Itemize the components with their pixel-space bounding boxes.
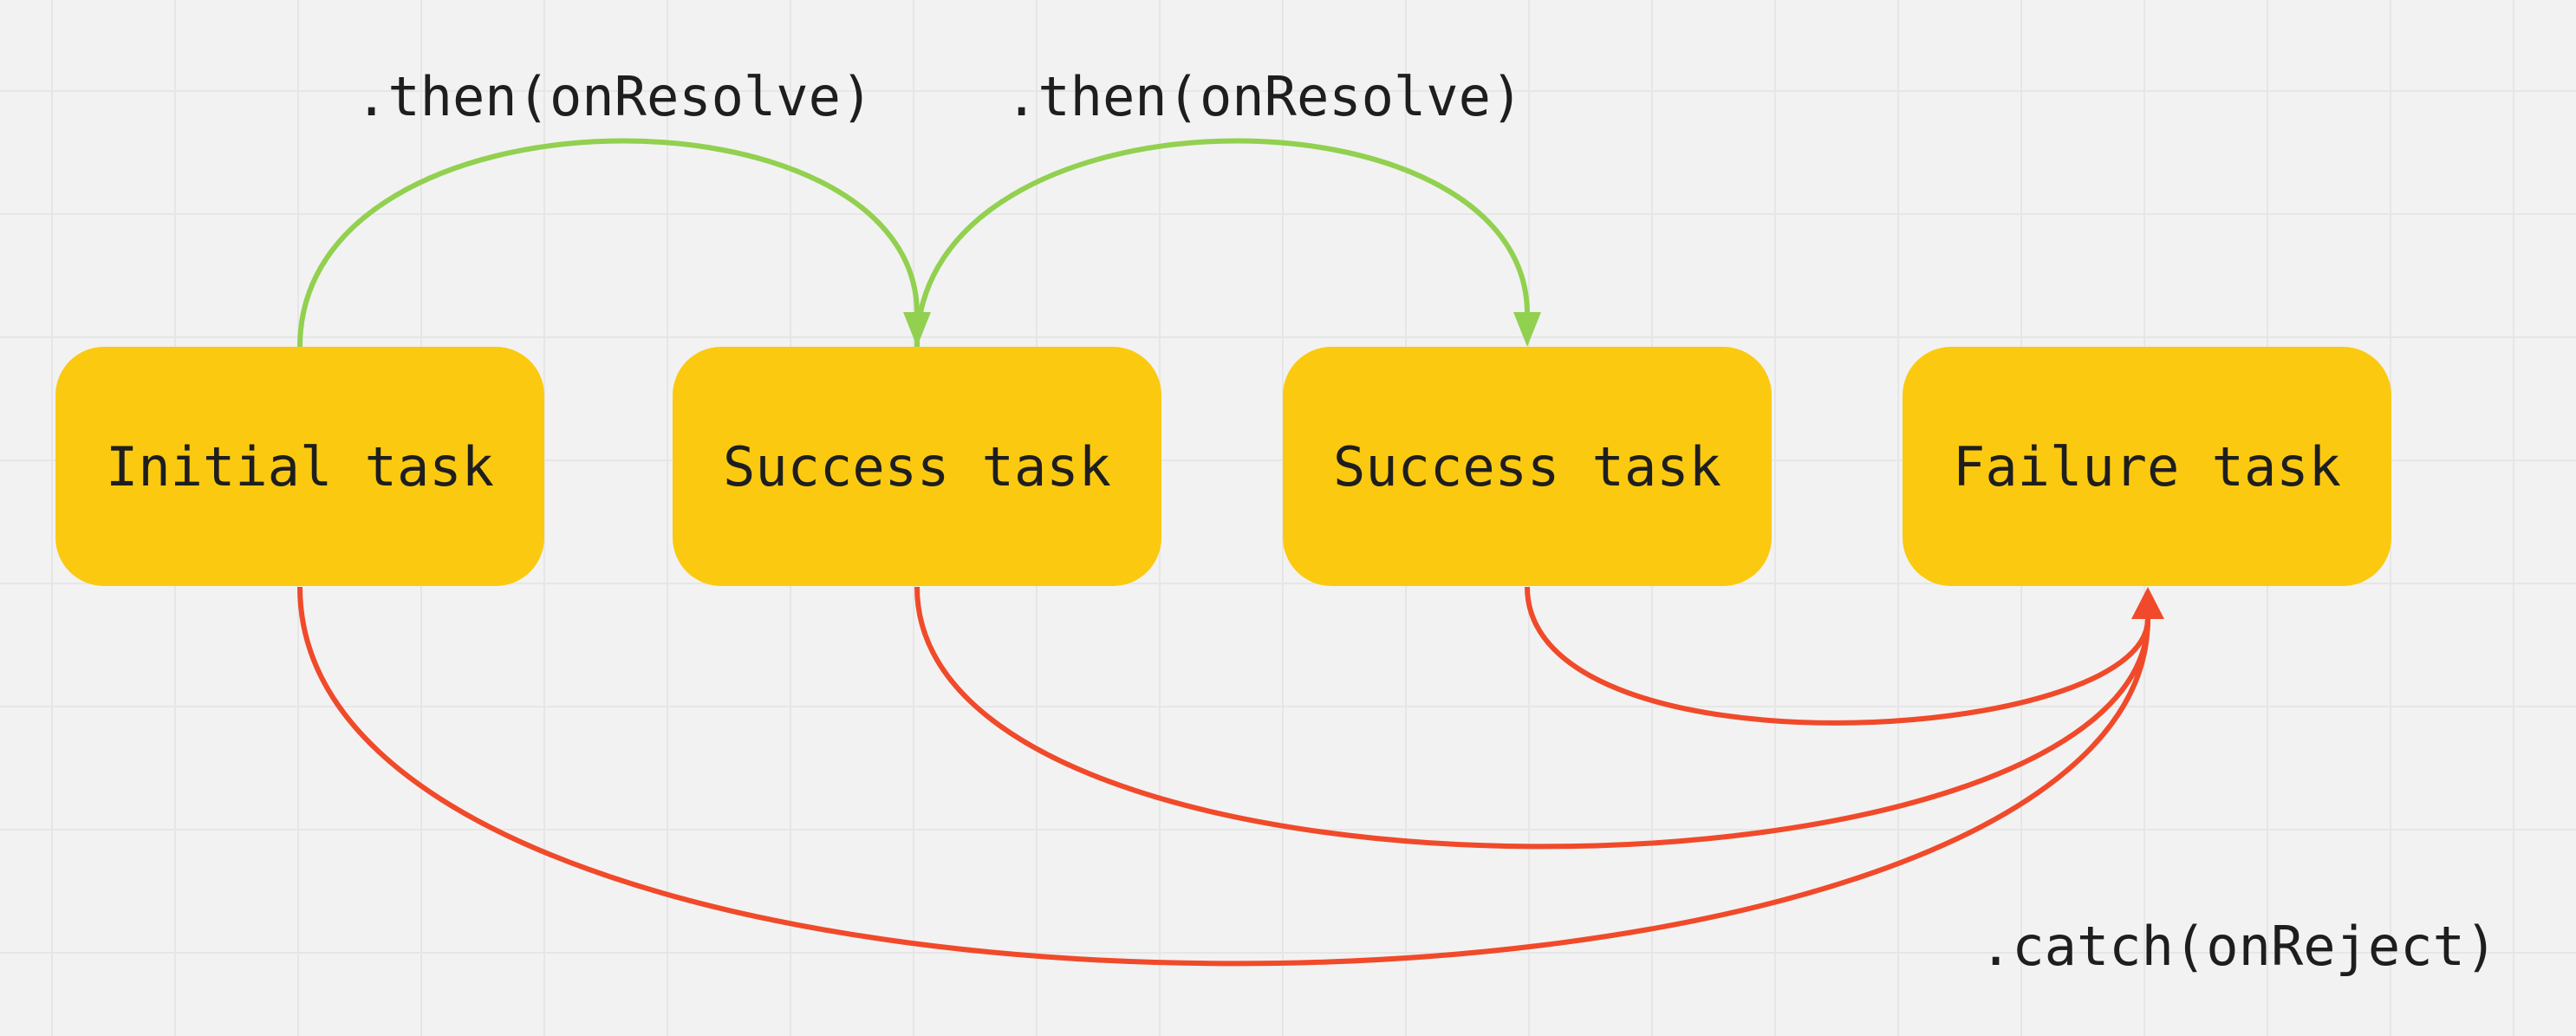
arrowhead-reject [2131, 587, 2164, 619]
node-label: Initial task [106, 434, 494, 498]
reject-edge-success-2 [1525, 586, 2150, 726]
edge-label-then-1: .then(onResolve) [355, 65, 874, 128]
reject-edge-initial [297, 586, 2150, 967]
node-success-task-1[interactable]: Success task [673, 347, 1161, 586]
node-initial-task[interactable]: Initial task [55, 347, 544, 586]
arrowhead-resolve-1 [903, 312, 931, 347]
node-label: Success task [723, 434, 1111, 498]
resolve-edge-2 [914, 138, 1530, 348]
node-success-task-2[interactable]: Success task [1283, 347, 1772, 586]
edge-label-catch: .catch(onReject) [1980, 915, 2498, 978]
node-label: Failure task [1953, 434, 2341, 498]
resolve-edge-1 [297, 138, 920, 348]
arrowhead-resolve-2 [1513, 312, 1541, 347]
node-label: Success task [1333, 434, 1721, 498]
edge-label-then-2: .then(onResolve) [1005, 65, 1524, 128]
reject-edge-success-1 [914, 586, 2150, 850]
node-failure-task[interactable]: Failure task [1903, 347, 2391, 586]
